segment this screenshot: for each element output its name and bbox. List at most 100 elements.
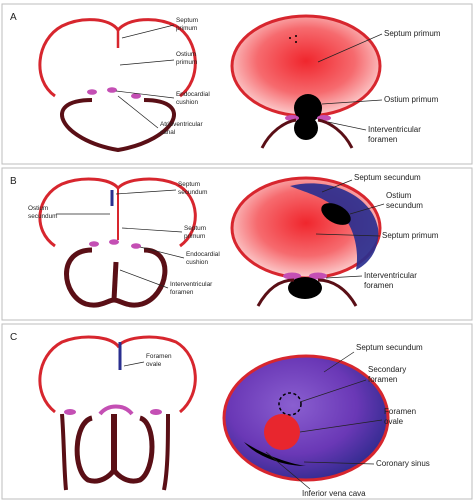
cushion-left: [64, 409, 76, 415]
label-endocardial-cushion-a-1: Endocardial: [176, 91, 210, 98]
interventricular-foramen-hole: [294, 116, 318, 140]
label-ostium-secundum-b-1: Ostium: [28, 205, 48, 212]
label-ostium-primum-a-1: Ostium: [176, 51, 196, 58]
label-av-canal-a-2: canal: [160, 129, 175, 136]
label-septum-secundum-b-right: Septum secundum: [354, 173, 421, 182]
cushion-right: [150, 409, 162, 415]
label-iv-foramen-a-1: Interventricular: [368, 125, 421, 134]
label-septum-secundum-b-1: Septum: [178, 181, 200, 188]
label-coronary-sinus: Coronary sinus: [376, 459, 430, 468]
panel-c-letter: C: [10, 332, 17, 343]
foramen-ovale-red: [264, 414, 300, 450]
panel-a-letter: A: [10, 12, 17, 23]
label-inferior-vena-cava: Inferior vena cava: [302, 489, 366, 498]
label-ostium-primum-a-2: primum: [176, 59, 197, 66]
label-secondary-foramen-2: foramen: [368, 375, 397, 384]
ostium-secundum-hole: [321, 203, 351, 225]
panel-b-letter: B: [10, 176, 17, 187]
label-foramen-ovale-c-1: Foramen: [146, 353, 172, 360]
label-septum-primum-b-1: Septum: [184, 225, 206, 232]
panel-c-right-heart: [222, 354, 390, 482]
panel-b-right-heart: [230, 176, 382, 307]
label-septum-primum-b-right: Septum primum: [382, 231, 439, 240]
septum-secundum-crescent: [290, 183, 379, 270]
av-cushion-bottom: [131, 93, 141, 99]
ventricle-outer-left: [60, 413, 68, 491]
ventricular-septum-curve-right: [317, 278, 358, 307]
atrial-wall: [38, 335, 197, 414]
label-foramen-ovale-c-right-2: ovale: [384, 417, 404, 426]
label-endocardial-cushion-b-2: cushion: [186, 259, 208, 266]
label-ostium-secundum-b-2: secundum: [28, 213, 58, 220]
panel-c-left-heart: [38, 335, 197, 491]
label-iv-foramen-b-2: foramen: [170, 289, 194, 296]
label-iv-foramen-b-1: Interventricular: [170, 281, 213, 288]
label-foramen-ovale-c-right-1: Foramen: [384, 407, 416, 416]
ventricular-septum: [111, 261, 119, 301]
atrium-interior-purple: [222, 354, 390, 482]
ventricular-septum-curve-left: [256, 278, 295, 307]
panel-a-right-heart: [230, 14, 382, 149]
right-cushion-right: [309, 272, 327, 280]
label-septum-secundum-b-2: secundum: [178, 189, 208, 196]
label-iv-foramen-b-right-2: foramen: [364, 281, 393, 290]
septum-primum-flap: [98, 404, 134, 416]
right-cushion-left: [283, 272, 301, 280]
ventricle-wall: [60, 98, 176, 153]
panel-a-left-heart: [38, 18, 197, 153]
panel-b-frame: [1, 167, 473, 321]
endocardial-cushion-right: [107, 87, 117, 93]
ventricular-septum-curve-right: [317, 118, 354, 149]
label-septum-secundum-c-right: Septum secundum: [356, 343, 423, 352]
label-endocardial-cushion-a-2: cushion: [176, 99, 198, 106]
stipple-dot: [295, 35, 297, 37]
panel-a-frame: [1, 3, 473, 165]
panel-a-right-labels: Septum primum Ostium primum Interventric…: [317, 29, 441, 144]
stipple-dot: [289, 37, 291, 39]
label-av-canal-a-1: Atrioventricular: [160, 121, 203, 128]
interventricular-foramen-hole: [288, 277, 322, 299]
endocardial-cushion-mid: [109, 239, 119, 245]
label-foramen-ovale-c-2: ovale: [146, 361, 162, 368]
endocardial-cushion-left: [87, 89, 97, 95]
panel-c-frame: [1, 323, 473, 500]
ventricular-septum-curve-left: [260, 118, 297, 149]
label-septum-primum-a-right: Septum primum: [384, 29, 441, 38]
label-ostium-secundum-b-right-1: Ostium: [386, 191, 412, 200]
label-septum-primum-a-1: Septum: [176, 17, 198, 24]
label-ostium-primum-a-right: Ostium primum: [384, 95, 439, 104]
label-iv-foramen-a-2: foramen: [368, 135, 397, 144]
label-septum-primum-a-2: primum: [176, 25, 197, 32]
endocardial-cushion-right: [131, 243, 141, 249]
panel-b-left-heart: [38, 177, 197, 308]
label-iv-foramen-b-right-1: Interventricular: [364, 271, 417, 280]
label-septum-primum-b-2: primum: [184, 233, 205, 240]
stipple-dot: [295, 41, 297, 43]
secondary-foramen-dashed: [278, 392, 302, 416]
label-endocardial-cushion-b-1: Endocardial: [186, 251, 220, 258]
label-secondary-foramen-1: Secondary: [368, 365, 406, 374]
ventricle-outer-right: [162, 413, 170, 491]
ostium-primum-hole: [294, 94, 322, 122]
endocardial-cushion-left: [89, 241, 99, 247]
